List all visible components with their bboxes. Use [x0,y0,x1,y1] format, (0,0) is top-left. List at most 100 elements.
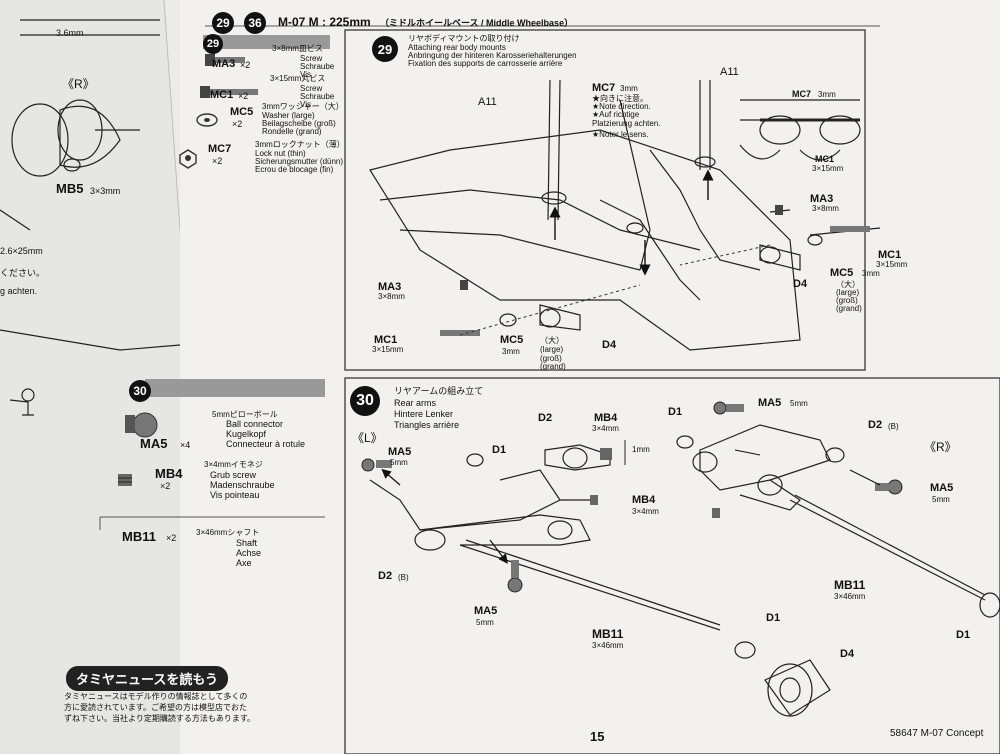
step29-title-de: Anbringung der hinteren Karosseriehalter… [408,51,577,60]
parts29-ma3-de: Schraube [300,62,335,71]
parts30-mb11-de: Achse [236,548,262,558]
step29-inset-mc1-size: 3×15mm [812,164,844,173]
step29-ma3-right-size: 3×8mm [812,204,839,213]
parts30-mb11-qty: ×2 [166,533,177,543]
mb5-size: 3×3mm [90,186,121,196]
step30-ma5-right-top: MA5 [758,397,782,409]
step29-mc1-left: MC1 [374,334,398,346]
step29-ma3-right: MA3 [810,193,834,205]
step29-chassis-drawing [369,79,881,351]
footer-model: 58647 M-07 Concept [890,728,984,739]
parts30-mb11-fr: Axe [236,558,252,568]
parts30-ma5-de: Kugelkopf [226,429,267,439]
step29-inset-mc1: MC1 [815,154,835,164]
news-title: タミヤニュースを読もう [66,666,228,691]
step30-title-fr: Triangles arrière [394,420,460,430]
step29-note-de: ★Auf richtige Platzierung achten. [592,110,661,129]
parts30-ma5-jp: 5mmピローボール [212,410,278,419]
parts30-ma5-en: Ball connector [226,419,284,429]
step30-d2-center: D2 [538,412,553,424]
step29-note-fr: ★Noter le sens. [592,130,649,139]
parts29-icons [179,54,258,169]
step29-title-jp: リヤボディマウントの取り付け [408,34,520,43]
step29-frame [344,29,866,371]
step30-mb4-mid: MB4 [632,494,656,506]
left-jp-line: ください。 [0,268,46,278]
step29-mc5-right-large-jp: （大） [836,280,860,289]
parts30-mb11-en: Shaft [236,538,258,548]
step30-rear-arms-drawing [361,401,1000,717]
parts30-mb4-fr: Vis pointeau [210,490,260,500]
parts30-ma5-qty: ×4 [180,440,191,450]
parts30-mb4-qty: ×2 [160,481,171,491]
step29-mc5-left: MC5 [500,334,524,346]
step29-note-jp: ★向きに注意。 [592,94,648,103]
parts30-mb4-jp: 3×4mmイモネジ [204,460,263,469]
step29-a11-right: A11 [720,66,739,78]
parts29-mc1-qty: ×2 [238,91,249,101]
step29-ma3-left-size: 3×8mm [378,292,405,301]
news-line-1: タミヤニュースはモデル作りの情報誌として多くの [64,692,248,701]
step29-badge: 29 [372,36,398,62]
step30-d4-bottom: D4 [840,648,855,660]
step29-d4-right: D4 [793,278,808,290]
parts30-mb4-de: Madenschraube [210,480,275,490]
mb5-label: MB5 [56,181,84,196]
step29-mc5-right-gross: (groß) [836,296,858,305]
step29-mc5-left-gross: (groß) [540,354,562,363]
step30-mb4-top-size: 3×4mm [592,424,619,433]
parts30-ma5-code: MA5 [140,436,168,451]
step30-mb11-right-size: 3×46mm [834,592,866,601]
parts29-mc5-qty: ×2 [232,119,243,129]
step29-note-en: ★Note direction. [592,102,651,111]
step29-mc7: MC7 [592,82,616,94]
parts29-mc7-code: MC7 [208,143,232,155]
step29-inset-mc7: MC7 [792,89,812,99]
step30-ma5-left-top: MA5 [388,446,412,458]
parts29-mc1-fr: Vis [300,100,311,109]
step29-mc5-right-size: 3mm [862,269,880,278]
header-title: M-07 M : 225mm [278,15,371,29]
step30-d2b-left: D2 [378,570,393,582]
dim-top: 3.6mm [56,28,84,38]
parts29-mc5-jp: 3mmワッシャー（大） [262,102,344,111]
step30-mb4-top: MB4 [594,412,618,424]
parts29-ma3-code: MA3 [212,58,236,70]
parts29-mc1-de: Schraube [300,92,335,101]
step30-mb4-mid-size: 3×4mm [632,507,659,516]
step30-d2b-right: D2 [868,419,883,431]
parts30-icons [99,412,325,530]
step30-badge: 30 [350,386,380,416]
parts29-mc7-jp: 3mmロックナット（薄） [255,140,345,149]
step30-ma5-left-bottom: MA5 [474,605,498,617]
parts30-mb11-jp: 3×46mmシャフト [196,528,260,537]
step30-d1-bottom: D1 [766,612,781,624]
parts29-ma3-fr: Vis [300,70,311,79]
parts30-ma5-fr: Connecteur à rotule [226,439,306,449]
step29-mc1-right: MC1 [878,249,902,261]
step29-mc7-size: 3mm [620,84,638,93]
header-step-36-badge: 36 [244,12,266,34]
main-page [180,0,1000,754]
parts29-mc1-jp: 3×15mm丸ビス [270,74,326,83]
step30-d1-far-right: D1 [956,629,971,641]
dim-bottom: 2.6×25mm [0,246,43,256]
step29-mc5-right: MC5 [830,267,854,279]
step30-mb11-left: MB11 [592,627,624,641]
step30-ma5-left-bottom-size: 5mm [476,618,494,627]
news-line-2: 方に愛読されています。ご希望の方は模型店でおた [64,703,247,712]
step30-d1-top-right: D1 [668,406,683,418]
step30-ma5-right-top-size: 5mm [790,399,808,408]
parts29-mc7-fr: Ecrou de blocage (fin) [255,165,334,174]
header-step-29-badge: 29 [212,12,234,34]
parts29-ma3-qty: ×2 [240,60,251,70]
step29-mc5-left-grand: (grand) [540,362,566,371]
step30-title-jp: リヤアームの組み立て [394,386,484,396]
parts29-mc5-code: MC5 [230,106,254,118]
parts29-mc1-en: Screw [300,84,323,93]
step30-d2b-right-suffix: (B) [888,422,899,431]
step30-ma5-right-side: MA5 [930,482,954,494]
step30-title-de: Hintere Lenker [394,409,454,419]
step29-mc1-left-size: 3×15mm [372,345,404,354]
